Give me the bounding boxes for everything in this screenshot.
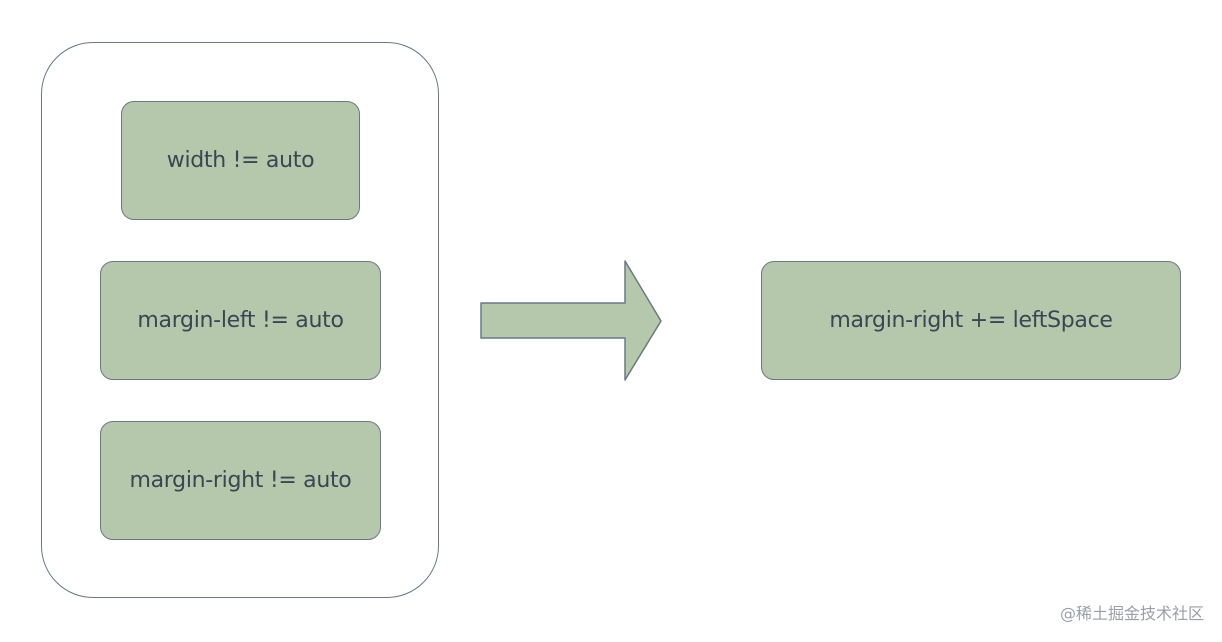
condition-margin-right-label: margin-right != auto	[129, 468, 352, 493]
result-node: margin-right += leftSpace	[761, 261, 1181, 380]
conditions-group	[41, 42, 439, 598]
condition-margin-right-node: margin-right != auto	[100, 421, 381, 540]
watermark: @稀土掘金技术社区	[1059, 604, 1204, 623]
condition-width-node: width != auto	[121, 101, 360, 220]
condition-margin-left-label: margin-left != auto	[137, 308, 344, 333]
condition-width-label: width != auto	[166, 148, 315, 173]
condition-margin-left-node: margin-left != auto	[100, 261, 381, 380]
right-arrow-icon	[480, 260, 662, 381]
result-label: margin-right += leftSpace	[829, 308, 1113, 333]
